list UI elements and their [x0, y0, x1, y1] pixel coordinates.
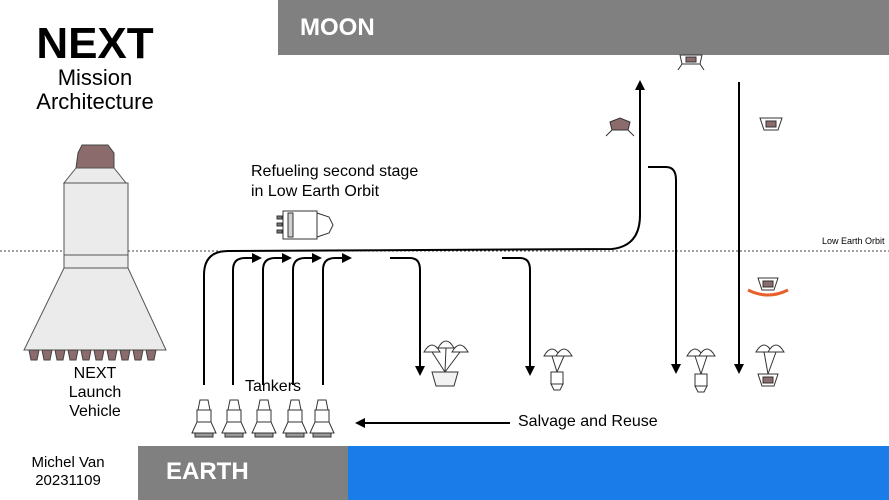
lander-return-path — [648, 166, 681, 374]
return-capsule-descending — [759, 117, 783, 131]
parachute-capsule-recovery — [755, 344, 785, 387]
tanker-rockets — [191, 399, 335, 438]
leo-label: Low Earth Orbit — [822, 236, 885, 246]
launch-vehicle-label: NEXT Launch Vehicle — [40, 364, 150, 421]
parachute-tanker-recovery — [543, 348, 573, 391]
descent-paths — [355, 82, 744, 428]
tanker-rocket — [309, 399, 335, 438]
tanker-ascent-path — [232, 253, 262, 385]
subtitle-line-2: Architecture — [36, 89, 154, 114]
lunar-lander-ascending — [605, 117, 635, 137]
refueling-caption-line-1: Refueling second stage — [251, 163, 419, 180]
tanker-rocket — [191, 399, 217, 438]
tankers-label: Tankers — [245, 378, 302, 395]
launch-vehicle-label-line-3: Vehicle — [69, 403, 121, 420]
main-ascent-path — [203, 80, 645, 385]
stage-return-path — [390, 257, 425, 376]
author-date: 20231109 — [35, 472, 101, 489]
author-credit: Michel Van 20231109 — [18, 454, 118, 490]
parachute-lander-recovery — [686, 348, 716, 393]
diagram-title: NEXT — [36, 19, 154, 68]
earth-band — [138, 446, 348, 500]
capsule-reentry — [747, 277, 789, 297]
refueling-caption: Refueling second stage in Low Earth Orbi… — [251, 162, 418, 202]
lunar-lander-at-moon — [677, 54, 705, 71]
launch-vehicle-label-line-1: NEXT — [73, 365, 117, 382]
moon-label: MOON — [300, 14, 375, 41]
subtitle-line-1: Mission — [57, 65, 133, 90]
ocean-band — [348, 446, 889, 500]
tanker-rocket — [251, 399, 277, 438]
tanker-ascent-path — [262, 253, 292, 385]
tanker-rocket — [282, 399, 308, 438]
tanker-ascent-path — [292, 253, 322, 385]
parachute-stage-recovery — [423, 340, 469, 387]
diagram-subtitle: Mission Architecture — [0, 66, 190, 114]
salvage-label: Salvage and Reuse — [518, 413, 658, 430]
refueling-caption-line-2: in Low Earth Orbit — [251, 183, 380, 200]
tanker-ascent-path — [322, 253, 352, 385]
launch-vehicle-label-line-2: Launch — [68, 384, 122, 401]
tanker-return-path — [502, 257, 535, 376]
author-name: Michel Van — [31, 454, 105, 471]
moon-band — [278, 0, 889, 55]
ascent-trajectories — [203, 80, 645, 385]
earth-label: EARTH — [166, 458, 249, 485]
second-stage-in-orbit — [276, 210, 334, 240]
launch-vehicle — [23, 144, 167, 361]
tanker-rocket — [221, 399, 247, 438]
